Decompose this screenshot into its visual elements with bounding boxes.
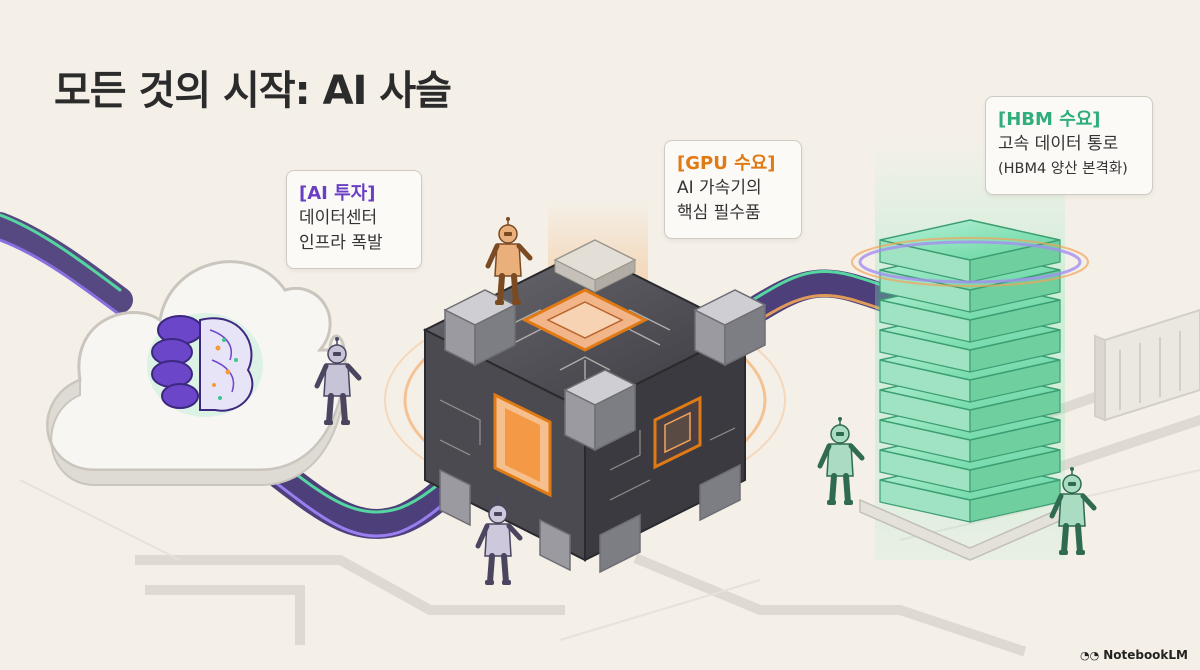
hbm-layer [879, 219, 1061, 283]
worker-figure-icon [314, 337, 362, 425]
watermark-text: NotebookLM [1103, 648, 1188, 662]
hbm-callout-title: [HBM 수요] [998, 109, 1101, 130]
hbm-stack-icon [851, 219, 1089, 561]
data-stream-left [0, 212, 133, 317]
notebooklm-watermark: ◔◔ NotebookLM [1080, 648, 1188, 662]
ai-callout-line-2: 인프라 폭발 [299, 233, 383, 253]
hbm-callout-line-2: (HBM4 양산 본격화) [998, 161, 1128, 177]
gpu-callout-title: [GPU 수요] [677, 153, 776, 174]
hbm-demand-callout: [HBM 수요] 고속 데이터 통로 (HBM4 양산 본격화) [985, 96, 1153, 195]
worker-figure-icon [485, 217, 533, 305]
worker-figure-icon [1049, 467, 1097, 555]
worker-figure-icon [817, 417, 865, 505]
worker-figure-icon [475, 497, 523, 585]
notebooklm-logo-icon: ◔◔ [1079, 648, 1100, 662]
gpu-chip-icon [422, 239, 767, 574]
hbm-callout-line-1: 고속 데이터 통로 [998, 134, 1119, 154]
brain-icon [147, 313, 263, 417]
server-rack-icon [1094, 308, 1200, 422]
gpu-callout-line-1: AI 가속기의 [677, 178, 762, 198]
gpu-demand-callout: [GPU 수요] AI 가속기의 핵심 필수품 [664, 140, 802, 239]
ai-callout-title: [AI 투자] [299, 183, 376, 204]
page-title: 모든 것의 시작: AI 사슬 [54, 68, 452, 114]
ai-callout-line-1: 데이터센터 [299, 208, 378, 228]
ai-investment-callout: [AI 투자] 데이터센터 인프라 폭발 [286, 170, 422, 269]
gpu-callout-line-2: 핵심 필수품 [677, 203, 761, 223]
